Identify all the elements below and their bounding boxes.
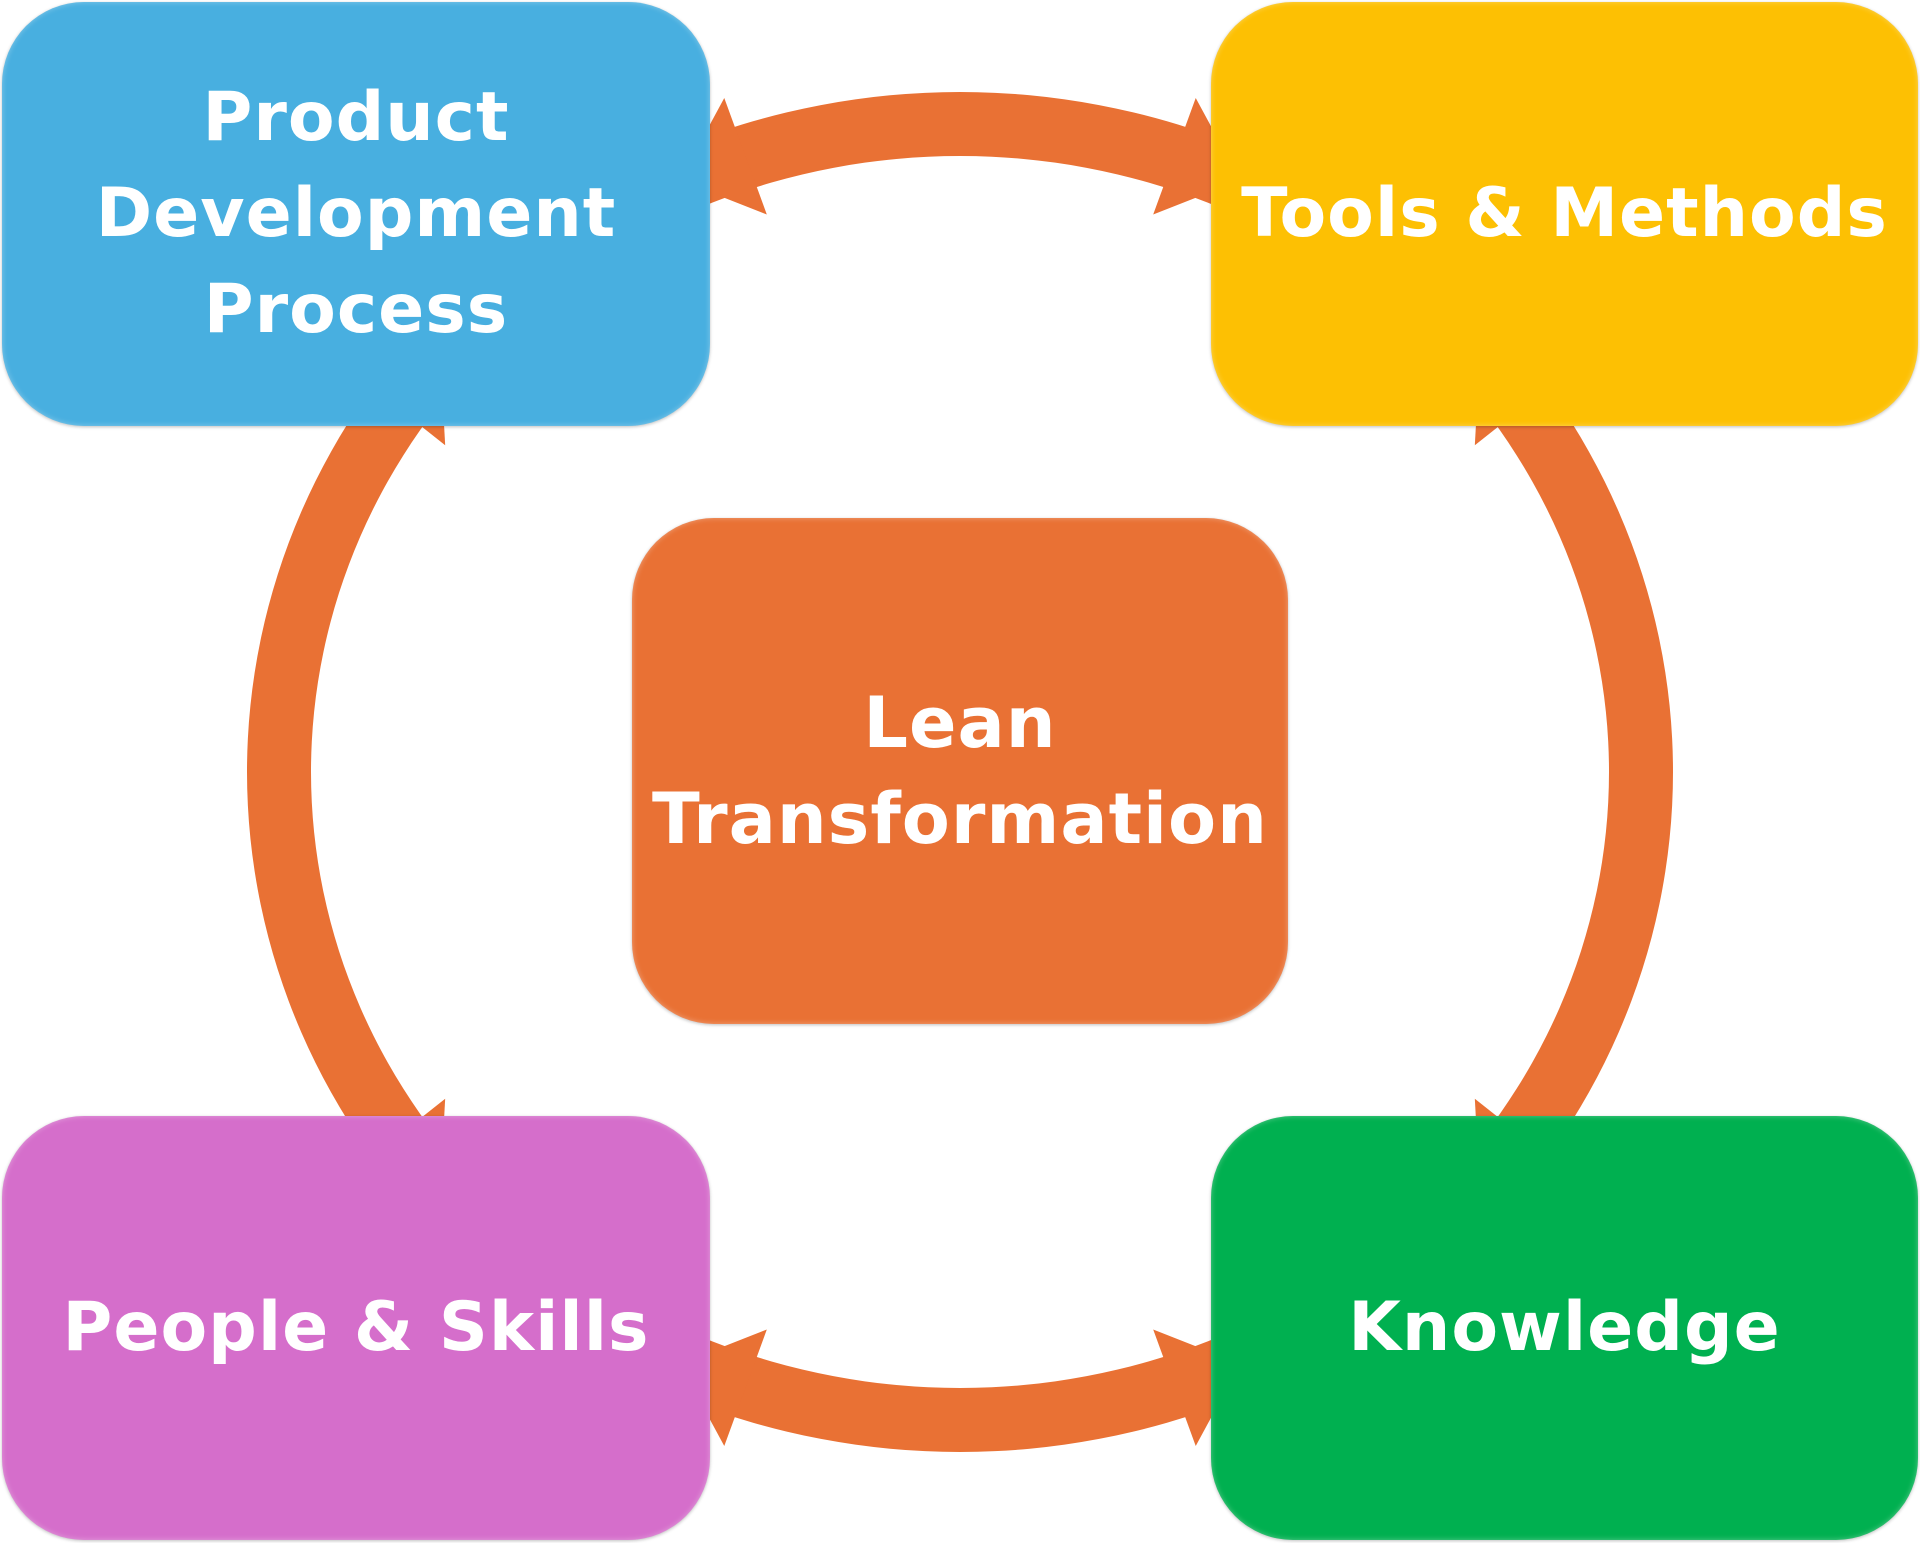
node-tools-and-methods: Tools & Methods [1211, 2, 1918, 426]
center-label-lean-transformation: Lean Transformation [652, 682, 1268, 860]
node-product-development-process: Product Development Process [2, 2, 710, 426]
node-label-product-development-process: Product Development Process [95, 78, 617, 349]
node-label-tools-and-methods: Tools & Methods [1241, 174, 1888, 253]
node-label-knowledge: Knowledge [1348, 1288, 1781, 1367]
node-people-and-skills: People & Skills [2, 1116, 710, 1540]
node-knowledge: Knowledge [1211, 1116, 1918, 1540]
node-label-people-and-skills: People & Skills [62, 1288, 650, 1367]
center-node-lean-transformation: Lean Transformation [632, 518, 1288, 1024]
